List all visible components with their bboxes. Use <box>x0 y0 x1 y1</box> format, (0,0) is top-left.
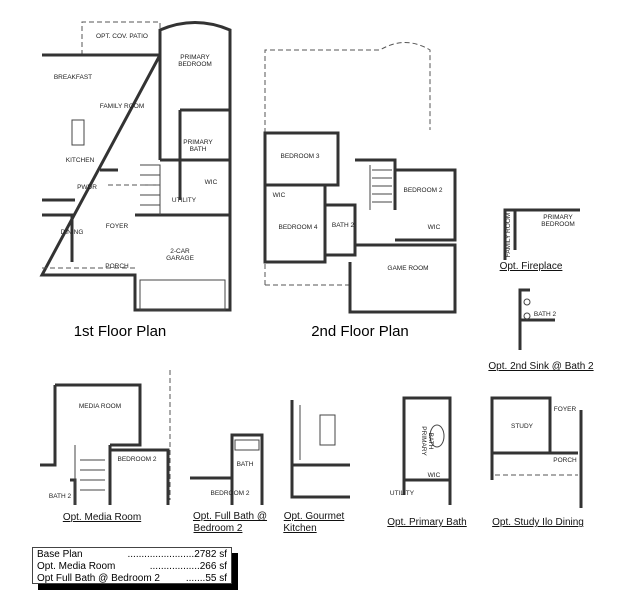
room-label-bath-2: BATH 2 <box>49 493 72 500</box>
sqft-row-full-bath: Opt Full Bath @ Bedroom 2.......55 sf <box>37 573 227 584</box>
caption-opt-study: Opt. Study Ilo Dining <box>492 517 584 528</box>
option-media-room: MEDIA ROOM BEDROOM 2 BATH 2 Opt. Media R… <box>40 370 171 523</box>
room-label-study: STUDY <box>511 423 534 430</box>
option-fireplace: FAMILY ROOM PRIMARY BEDROOM Opt. Firepla… <box>500 208 580 272</box>
sqft-value: 266 sf <box>199 561 227 572</box>
room-label-wic-a: WIC <box>273 192 286 199</box>
option-study: STUDY FOYER PORCH Opt. Study Ilo Dining <box>490 396 584 528</box>
sqft-row-base: Base Plan........................2782 sf <box>37 549 227 560</box>
option-full-bath: BATH BEDROOM 2 Opt. Full Bath @ Bedroom … <box>190 433 267 534</box>
room-label-wic: WIC <box>428 472 441 479</box>
room-label-primary-bedroom-2: BEDROOM <box>541 221 575 228</box>
room-label-game-room: GAME ROOM <box>387 265 428 272</box>
room-label-utility: UTILITY <box>390 490 415 497</box>
room-label-wic-b: WIC <box>428 224 441 231</box>
caption-opt-media-room: Opt. Media Room <box>63 512 141 523</box>
room-label-garage-2: GARAGE <box>166 255 194 262</box>
sqft-label: Opt. Media Room <box>37 561 116 572</box>
room-label-primary-bedroom: PRIMARY <box>180 54 210 61</box>
room-label-primary-bedroom-2: BEDROOM <box>178 61 212 68</box>
room-label-wic: WIC <box>205 179 218 186</box>
option-primary-bath: PRIMARY BATH WIC UTILITY Opt. Primary Ba… <box>387 396 467 528</box>
square-footage-table: Base Plan........................2782 sf… <box>32 547 232 584</box>
caption-opt-full-bath-1: Opt. Full Bath @ <box>193 511 267 522</box>
caption-opt-full-bath-2: Bedroom 2 <box>194 523 243 534</box>
second-floor-title: 2nd Floor Plan <box>311 323 409 340</box>
room-label-bedroom-4: BEDROOM 4 <box>278 224 317 231</box>
room-label-foyer: FOYER <box>106 223 129 230</box>
second-floor-plan: BEDROOM 3 WIC BEDROOM 4 BATH 2 BEDROOM 2… <box>263 42 457 340</box>
caption-opt-primary-bath: Opt. Primary Bath <box>387 517 466 528</box>
room-label-primary-bedroom: PRIMARY <box>543 214 573 221</box>
room-label-media-room: MEDIA ROOM <box>79 403 121 410</box>
room-label-breakfast: BREAKFAST <box>54 74 92 81</box>
room-label-garage: 2-CAR <box>170 248 190 255</box>
room-label-pwdr: PWDR <box>77 184 97 191</box>
caption-opt-gourmet-kitchen-2: Kitchen <box>283 523 316 534</box>
caption-opt-second-sink: Opt. 2nd Sink @ Bath 2 <box>488 361 594 372</box>
room-label-primary-bath: PRIMARY <box>183 139 213 146</box>
room-label-family-room: FAMILY ROOM <box>100 103 145 110</box>
caption-opt-gourmet-kitchen-1: Opt. Gourmet <box>284 511 345 522</box>
room-label-primary-bath: PRIMARY <box>420 426 427 456</box>
room-label-family-room: FAMILY ROOM <box>505 213 512 258</box>
room-label-patio: OPT. COV. PATIO <box>96 33 148 40</box>
room-label-bath-2: BATH 2 <box>534 311 557 318</box>
room-label-porch: PORCH <box>553 457 577 464</box>
sqft-value: 2782 sf <box>194 549 227 560</box>
sqft-label: Opt Full Bath @ Bedroom 2 <box>37 573 160 584</box>
room-label-primary-bath-2: BATH <box>190 146 207 153</box>
first-floor-title: 1st Floor Plan <box>74 323 167 340</box>
room-label-porch: PORCH <box>105 263 129 270</box>
room-label-bedroom-2: BEDROOM 2 <box>210 490 249 497</box>
room-label-foyer: FOYER <box>554 406 577 413</box>
room-label-bath-2: BATH 2 <box>332 222 355 229</box>
first-floor-plan: OPT. COV. PATIO PRIMARY BEDROOM BREAKFAS… <box>39 21 232 340</box>
sqft-label: Base Plan <box>37 549 83 560</box>
room-label-dining: DINING <box>61 229 84 236</box>
room-label-bedroom-2: BEDROOM 2 <box>403 187 442 194</box>
sqft-row-media: Opt. Media Room..................266 sf <box>37 561 227 572</box>
sqft-value: 55 sf <box>205 573 227 584</box>
option-second-sink: BATH 2 Opt. 2nd Sink @ Bath 2 <box>488 288 594 372</box>
room-label-utility: UTILITY <box>172 197 197 204</box>
room-label-primary-bath-2: BATH <box>427 433 434 450</box>
room-label-bath: BATH <box>237 461 254 468</box>
room-label-kitchen: KITCHEN <box>66 157 95 164</box>
option-gourmet-kitchen: Opt. Gourmet Kitchen <box>283 400 350 534</box>
room-label-bedroom-2: BEDROOM 2 <box>117 456 156 463</box>
room-label-bedroom-3: BEDROOM 3 <box>280 153 319 160</box>
caption-opt-fireplace: Opt. Fireplace <box>500 261 563 272</box>
